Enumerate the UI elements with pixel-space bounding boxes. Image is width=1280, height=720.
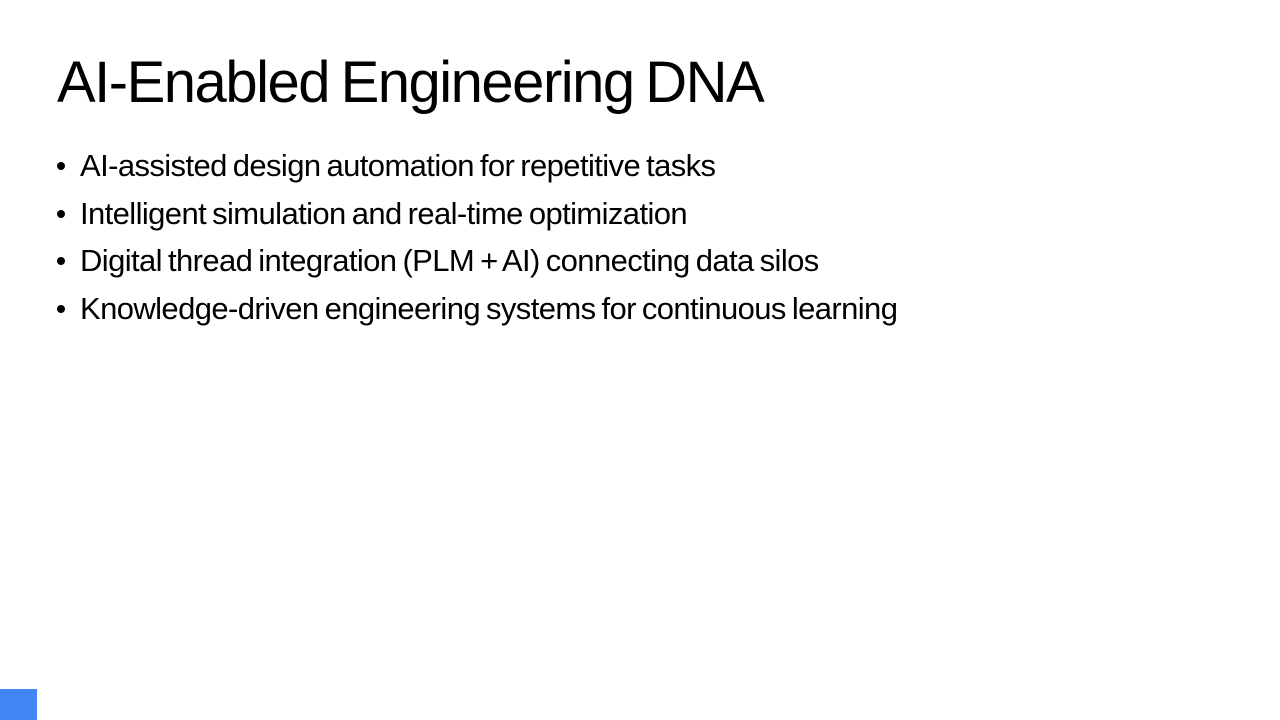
accent-rectangle [0,689,37,720]
list-item: Knowledge-driven engineering systems for… [57,285,898,333]
list-item: Intelligent simulation and real-time opt… [57,190,897,238]
bullet-dot-icon [57,162,65,170]
bullet-text: AI-assisted design automation for repeti… [80,148,716,183]
list-item: Digital thread integration (PLM + AI) co… [57,237,897,285]
list-item: AI-assisted design automation for repeti… [57,142,897,190]
bullet-dot-icon [57,257,65,265]
bullet-dot-icon [57,304,65,313]
bullet-text: Digital thread integration (PLM + AI) co… [80,243,819,278]
bullet-text: Intelligent simulation and real-time opt… [80,195,688,231]
bullet-text: Knowledge-driven engineering systems for… [80,290,898,326]
bullet-list: AI-assisted design automation for repeti… [57,142,898,333]
slide-title: AI-Enabled Engineering DNA [57,50,765,115]
bullet-dot-icon [57,209,65,218]
